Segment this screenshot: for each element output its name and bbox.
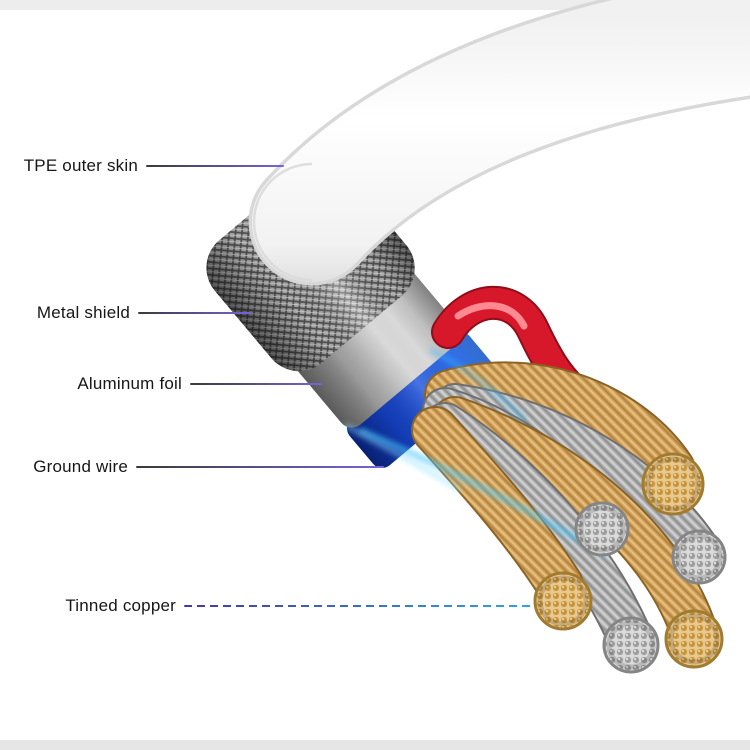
glow-accents (343, 348, 607, 558)
aluminum-foil-layer (294, 267, 461, 428)
wire-end-gold (664, 609, 724, 669)
wire-end-gold (641, 452, 705, 516)
label-tinned-copper: Tinned copper (65, 596, 176, 615)
label-metal-shield: Metal shield (36, 303, 130, 322)
leader-line-metal-shield (138, 312, 252, 314)
label-aluminum-foil: Aluminum foil (77, 374, 182, 393)
leader-line-tpe (146, 165, 284, 167)
wire-end-silver (671, 529, 727, 585)
label-tpe-outer-skin: TPE outer skin (23, 156, 138, 175)
tpe-cut-rim (252, 162, 313, 282)
wire-end-silver (602, 616, 660, 674)
bottom-gray-band (0, 740, 750, 750)
leader-line-aluminum-foil (190, 383, 322, 385)
wire-end-silver (574, 501, 630, 557)
leader-line-ground-wire (136, 466, 384, 468)
top-gray-band (0, 0, 750, 10)
tpe-cable (248, 0, 750, 286)
tinned-copper-ends-group (533, 452, 727, 674)
leader-line-tinned-copper (184, 605, 534, 607)
wire-end-gold (533, 571, 593, 631)
label-ground-wire: Ground wire (33, 457, 128, 476)
